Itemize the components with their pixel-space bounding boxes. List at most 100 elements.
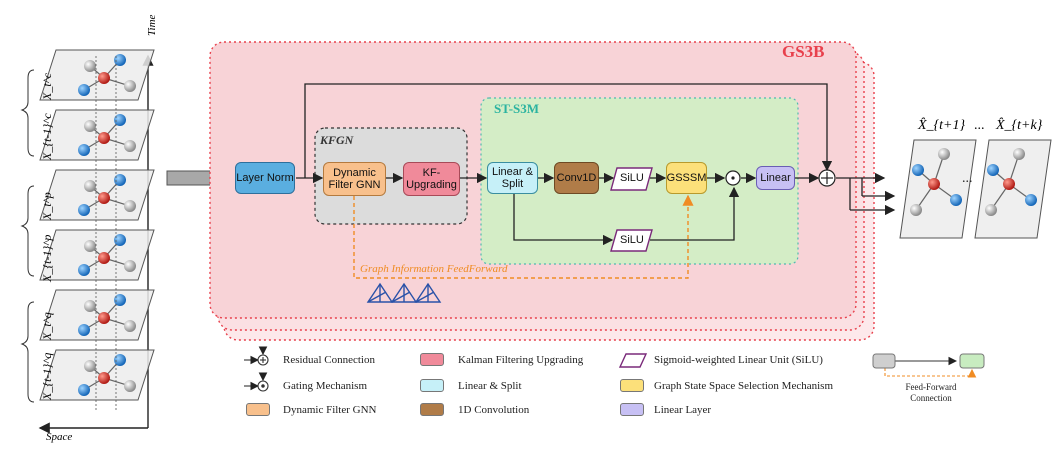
graph-node-gray bbox=[124, 140, 136, 152]
graph-node-blue bbox=[78, 324, 90, 336]
graph-node-blue bbox=[114, 54, 126, 66]
graph-node-gray bbox=[84, 120, 96, 132]
graph-node-gray bbox=[84, 60, 96, 72]
kf-upgrading-block: KF-Upgrading bbox=[403, 162, 460, 196]
graph-node-blue bbox=[987, 164, 999, 176]
graph-plane bbox=[39, 169, 155, 221]
flow-arrows bbox=[296, 172, 896, 246]
output-label-tk: X̂_{t+k} bbox=[996, 118, 1043, 133]
legend-residual: Residual Connection bbox=[283, 354, 375, 366]
graph-node-red bbox=[98, 192, 110, 204]
graph-node-red bbox=[98, 312, 110, 324]
graph-node-gray bbox=[124, 380, 136, 392]
kfgn-title: KFGN bbox=[320, 133, 354, 147]
graph-plane bbox=[39, 49, 155, 101]
input-label-q-t: X_t^q bbox=[40, 312, 54, 340]
graph-feedforward-path bbox=[353, 194, 694, 279]
graph-node-gray bbox=[124, 260, 136, 272]
gsssm-block: GSSSM bbox=[666, 162, 707, 194]
graph-node-blue bbox=[114, 294, 126, 306]
input-label-p-t: X_t^p bbox=[40, 192, 54, 220]
silu-top-label: SiLU bbox=[620, 172, 644, 184]
graph-plane bbox=[899, 139, 977, 239]
legend-feedforward: Feed-Forward Connection bbox=[905, 382, 957, 403]
input-graph-stack bbox=[39, 49, 155, 410]
legend-gating: Gating Mechanism bbox=[283, 380, 368, 392]
input-label-c-t: X_t^c bbox=[40, 72, 54, 100]
graph-triangles-icon bbox=[366, 282, 442, 303]
gs3b-title: GS3B bbox=[782, 42, 825, 61]
graph-node-red bbox=[98, 372, 110, 384]
input-label-c-t-1: X_{t-1}^c bbox=[40, 113, 54, 160]
legend-conv1d: 1D Convolution bbox=[458, 404, 530, 416]
graph-node-blue bbox=[114, 234, 126, 246]
silu-shape-top bbox=[610, 167, 653, 191]
graph-node-blue bbox=[78, 144, 90, 156]
kfgn-region bbox=[314, 127, 468, 225]
graph-node-gray bbox=[910, 204, 922, 216]
conv1d-block: Conv1D bbox=[554, 162, 599, 194]
legend-linear: Linear Layer bbox=[654, 404, 712, 416]
legend-ff-source bbox=[872, 353, 896, 369]
graph-node-red bbox=[928, 178, 940, 190]
legend-ff-target bbox=[959, 353, 985, 369]
input-label-p-t-1: X_{t-1}^p bbox=[40, 234, 54, 282]
legend-silu: Sigmoid-weighted Linear Unit (SiLU) bbox=[654, 354, 823, 366]
graph-node-blue bbox=[114, 174, 126, 186]
graph-node-blue bbox=[114, 354, 126, 366]
layer-norm-block: Layer Norm bbox=[235, 162, 295, 194]
output-ellipsis: ... bbox=[974, 118, 985, 133]
graph-node-gray bbox=[124, 80, 136, 92]
linear-block: Linear bbox=[756, 166, 795, 190]
input-braces bbox=[20, 69, 35, 403]
graph-node-gray bbox=[84, 300, 96, 312]
legend-dynamic-filter-swatch bbox=[246, 403, 270, 416]
dynamic-filter-gnn-block: Dynamic Filter GNN bbox=[323, 162, 386, 196]
graph-feedforward-label: Graph Information FeedForward bbox=[360, 263, 508, 275]
graph-node-blue bbox=[78, 84, 90, 96]
input-label-q-t-1: X_{t-1}^q bbox=[40, 352, 54, 400]
graph-node-blue bbox=[78, 204, 90, 216]
graph-node-red bbox=[98, 132, 110, 144]
graph-node-blue bbox=[78, 264, 90, 276]
graph-node-blue bbox=[912, 164, 924, 176]
legend-linear-split: Linear & Split bbox=[458, 380, 522, 392]
space-axis-label: Space bbox=[46, 431, 73, 443]
graph-node-blue bbox=[950, 194, 962, 206]
graph-node-gray bbox=[84, 240, 96, 252]
graph-node-gray bbox=[84, 360, 96, 372]
graph-node-gray bbox=[985, 204, 997, 216]
output-gap-dots: ... bbox=[962, 171, 973, 186]
graph-node-gray bbox=[1013, 148, 1025, 160]
time-axis-label: Time bbox=[146, 14, 158, 36]
legend-dynamic-filter: Dynamic Filter GNN bbox=[283, 404, 377, 416]
legend-kalman: Kalman Filtering Upgrading bbox=[458, 354, 584, 366]
graph-node-gray bbox=[938, 148, 950, 160]
graph-node-red bbox=[98, 72, 110, 84]
legend-selection: Graph State Space Selection Mechanism bbox=[654, 380, 834, 392]
graph-plane bbox=[974, 139, 1052, 239]
graph-node-gray bbox=[124, 200, 136, 212]
graph-node-blue bbox=[114, 114, 126, 126]
output-graph-stack: ... bbox=[899, 139, 1052, 239]
legend-symbols bbox=[244, 346, 977, 392]
silu-bottom-label: SiLU bbox=[620, 234, 644, 246]
graph-node-gray bbox=[84, 180, 96, 192]
residual-path bbox=[304, 83, 833, 178]
graph-node-gray bbox=[124, 320, 136, 332]
legend-linear-swatch bbox=[620, 403, 644, 416]
legend-kalman-swatch bbox=[420, 353, 444, 366]
graph-plane bbox=[39, 289, 155, 341]
graph-plane bbox=[39, 349, 155, 401]
graph-node-blue bbox=[78, 384, 90, 396]
silu-shape-bottom bbox=[610, 229, 653, 252]
st-s3m-title: ST-S3M bbox=[494, 101, 540, 116]
graph-plane bbox=[39, 109, 155, 161]
graph-plane bbox=[39, 229, 155, 281]
graph-node-red bbox=[1003, 178, 1015, 190]
linear-split-block: Linear & Split bbox=[487, 162, 538, 194]
graph-node-red bbox=[98, 252, 110, 264]
legend-selection-swatch bbox=[620, 379, 644, 392]
legend-linear-split-swatch bbox=[420, 379, 444, 392]
